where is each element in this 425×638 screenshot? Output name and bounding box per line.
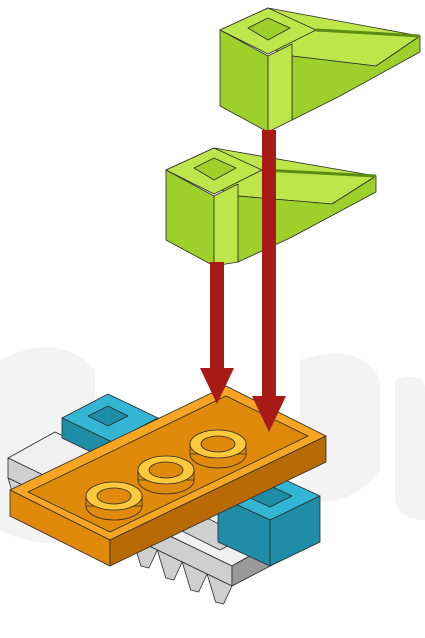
rack-tooth [156,549,183,581]
orange-plate [9,385,327,567]
rack-tooth [206,573,233,605]
arrow-left [200,262,234,404]
lime-slope-brick-upper [219,7,421,133]
stud-1 [85,481,143,521]
arrow-right [252,130,286,432]
stud-3 [189,429,247,469]
stud-2 [137,455,195,495]
rack-tooth [181,561,208,593]
